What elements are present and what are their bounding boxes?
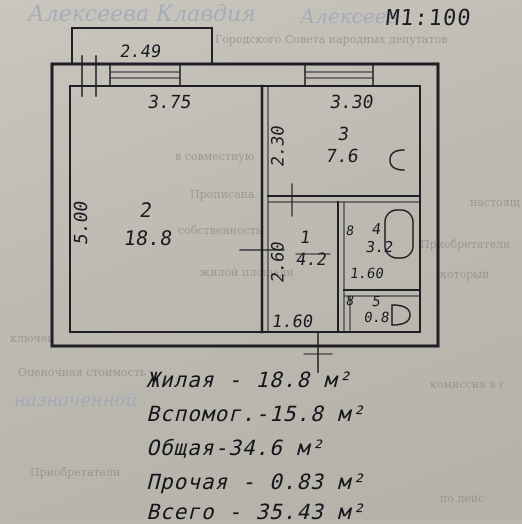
background-text: по дейс xyxy=(440,492,485,505)
inner-wall xyxy=(69,85,421,333)
room2-depth-label: 5.00 xyxy=(71,199,93,246)
room-4-area: 3.2 xyxy=(364,238,395,256)
background-text: Оценочная стоимость xyxy=(18,366,146,379)
legend-value: 34.6 м² xyxy=(226,436,329,460)
balcony-outline xyxy=(71,27,213,65)
legend-value: 35.43 м² xyxy=(254,500,370,524)
legend-label: Общая xyxy=(145,436,220,460)
window xyxy=(304,63,374,87)
background-text: в совместную xyxy=(175,150,255,163)
bath-width-label: 1.60 xyxy=(348,266,385,282)
hall-depth-label: 2.60 xyxy=(268,240,289,284)
legend-grand-total: Всего - 35.43 м² xyxy=(145,500,370,524)
background-text: Приобретатели xyxy=(420,238,511,251)
room3-width-label: 3.30 xyxy=(328,92,375,113)
legend-total: Общая-34.6 м² xyxy=(145,436,329,460)
room2-width-label: 3.75 xyxy=(146,92,193,113)
handwriting: назначенной xyxy=(14,390,137,411)
balcony-width-label: 2.49 xyxy=(118,42,163,62)
background-text: настоящ xyxy=(470,196,520,209)
handwriting: Алексеев xyxy=(300,4,399,28)
legend-other: Прочая - 0.83 м² xyxy=(145,470,370,494)
room3-depth-label: 2.30 xyxy=(268,124,289,168)
sink-fixture xyxy=(389,149,405,171)
bathtub-fixture xyxy=(384,209,414,259)
background-text: Прописана xyxy=(190,188,255,201)
background-text: который xyxy=(440,268,490,281)
background-text: комиссия в г. xyxy=(430,378,509,391)
legend-auxiliary: Вспомог.-15.8 м² xyxy=(145,402,370,426)
handwriting: Алексеева Клавдия xyxy=(28,2,256,27)
legend-label: Жилая xyxy=(145,368,220,392)
legend-value: 15.8 м² xyxy=(267,402,370,426)
room-5-area: 0.8 xyxy=(362,310,391,326)
background-text: ключей xyxy=(10,332,55,345)
outer-wall xyxy=(50,62,440,348)
legend-label: Вспомог. xyxy=(145,402,261,426)
legend-label: Всего xyxy=(145,500,220,524)
background-text: Приобретатели xyxy=(30,466,121,479)
background-text: жилой площади xyxy=(200,266,294,279)
room-3-area: 7.6 xyxy=(324,146,360,167)
window xyxy=(109,63,181,87)
room-1-area: 4.2 xyxy=(294,250,329,270)
background-text: собственность xyxy=(178,224,262,237)
legend-value: 18.8 м² xyxy=(254,368,356,392)
legend-label: Прочая xyxy=(145,470,233,494)
hall-width-label: 1.60 xyxy=(270,312,315,332)
toilet-fixture xyxy=(391,304,411,326)
legend-value: 0.83 м² xyxy=(267,470,370,494)
legend-living: Жилая - 18.8 м² xyxy=(145,368,356,392)
background-text: Городского Совета народных депутатов xyxy=(215,33,448,46)
room-2-area: 18.8 xyxy=(122,226,174,250)
